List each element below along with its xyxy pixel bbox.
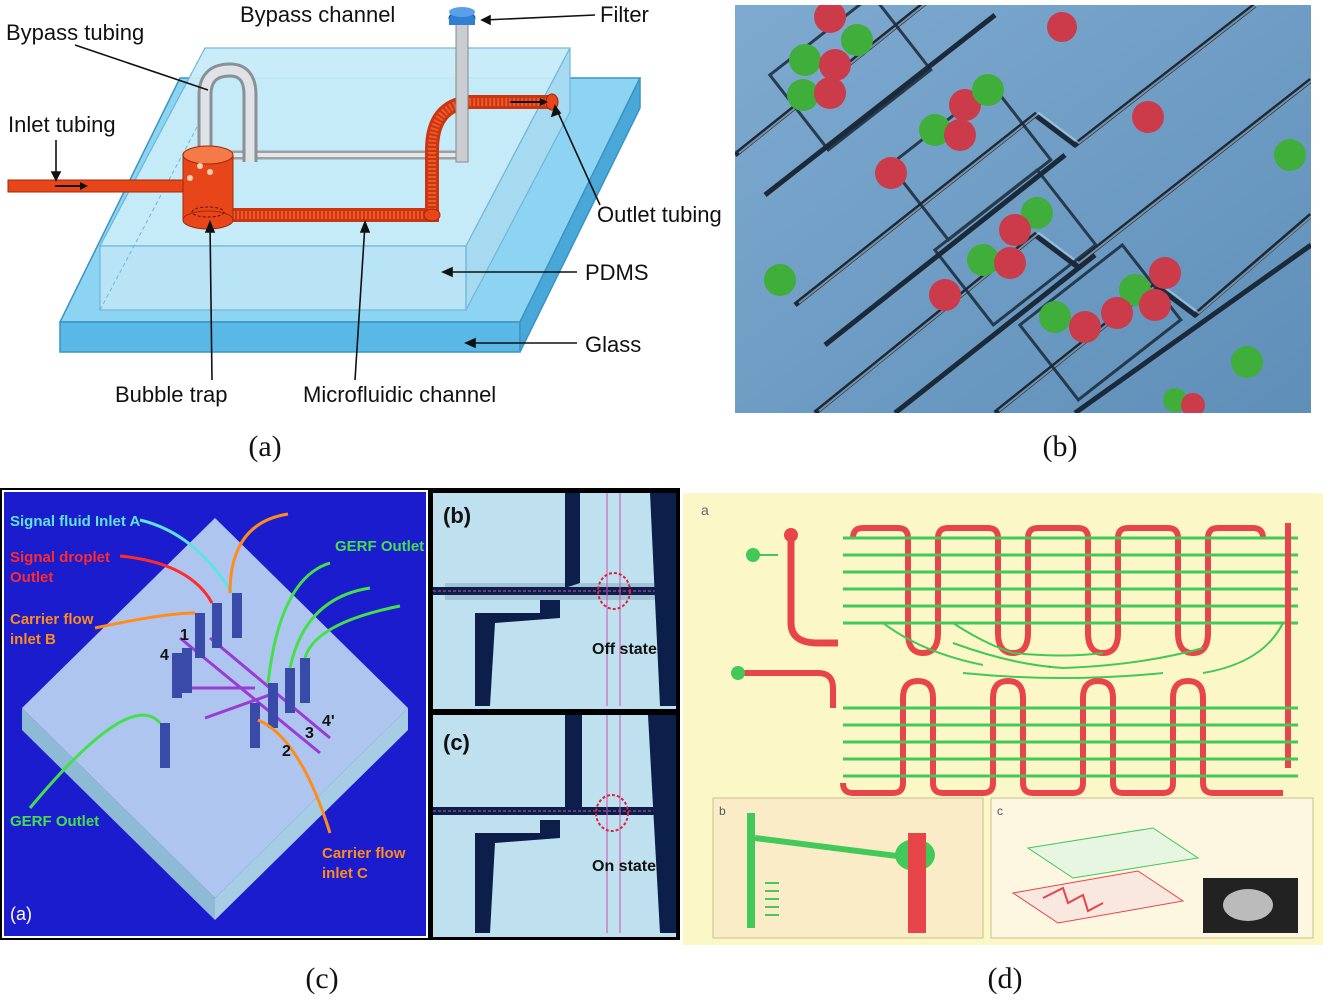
panel-c: 1 4 2 3 4' Signal fluid Inlet A Signal d… [0,488,680,940]
green-rungs-top [843,536,1298,625]
bubble-trap [182,154,234,221]
caption-a: (a) [248,430,282,463]
label-off-state: Off state [592,641,657,658]
glass-slab-side [519,77,641,353]
label-microfluidic-channel: Microfluidic channel [303,382,496,407]
inset-c: c [990,797,1314,939]
green-curve-1 [266,561,331,684]
label-sub-b-d: b [719,804,726,818]
bottom-serpentine [840,677,1283,796]
micrograph-b: (b) Off state [433,493,676,709]
port-label-1: 1 [180,627,189,644]
caption-d: (d) [987,962,1023,995]
filter-tube [455,21,469,163]
label-on-state: On state [592,858,656,875]
port-label-2: 2 [282,743,291,760]
label-sub-b: (b) [443,503,471,528]
label-carrier-c-2: inlet C [322,865,368,882]
panel-b [735,5,1311,413]
label-gerf-outlet-top: GERF Outlet [335,538,424,555]
green-curve-2 [288,586,371,669]
panel-d-diagram: a · [701,502,1314,939]
label-signal-inlet-a: Signal fluid Inlet A [10,513,140,530]
green-curve-3 [303,604,401,659]
label-bypass-channel: Bypass channel [240,2,395,27]
port-label-3: 3 [305,725,314,742]
panel-a-diagram: Bypass tubing Bypass channel Filter Inle… [6,2,722,407]
label-sub-c-d: c [997,804,1003,818]
label-pdms: PDMS [585,260,649,285]
orange-curve-b [94,611,196,630]
orange-curve-c [257,718,332,834]
pdms-front [99,245,467,311]
label-sub-a-d: a [701,502,709,518]
label-inlet-tubing: Inlet tubing [8,112,116,137]
inset-b: b [712,797,984,939]
waste-2-placeholder: · [1048,661,1051,672]
label-sub-a: (a) [10,904,32,924]
green-rungs-bottom [843,706,1298,778]
orange-curve-top [228,512,289,594]
label-carrier-b-1: Carrier flow [10,611,94,628]
port-label-4p: 4' [322,713,335,730]
label-carrier-c-1: Carrier flow [322,845,406,862]
green-curve-bottom [28,713,162,809]
label-bubble-trap: Bubble trap [115,382,228,407]
panel-b-render [735,5,1311,413]
top-serpentine [850,525,1266,657]
label-signal-droplet-2: Outlet [10,569,53,586]
caption-b: (b) [1042,430,1078,463]
label-bypass-tubing: Bypass tubing [6,20,144,45]
glass-slab-front [59,321,521,353]
label-glass: Glass [585,332,641,357]
beads [764,5,1306,413]
port-label-4: 4 [160,647,169,664]
label-gerf-outlet-bottom: GERF Outlet [10,813,99,830]
red-curve [119,554,214,604]
red-inlet-path [787,535,838,647]
panel-a: Bypass tubing Bypass channel Filter Inle… [0,0,740,420]
pdms-side [465,47,571,311]
cyan-curve [139,518,234,594]
leader-lines [50,14,601,381]
label-sub-c: (c) [443,730,470,755]
label-carrier-b-2: inlet B [10,631,56,648]
panel-d: a · [683,493,1323,945]
label-filter: Filter [600,2,649,27]
label-outlet-tubing: Outlet tubing [597,202,722,227]
panel-c-diagram: 1 4 2 3 4' Signal fluid Inlet A Signal d… [2,490,676,938]
ports [160,593,310,768]
label-signal-droplet-1: Signal droplet [10,549,110,566]
micrograph-c: (c) On state [433,715,676,937]
inlet-tubing [7,179,187,193]
caption-c: (c) [305,962,339,995]
red-waste-path [743,670,836,708]
